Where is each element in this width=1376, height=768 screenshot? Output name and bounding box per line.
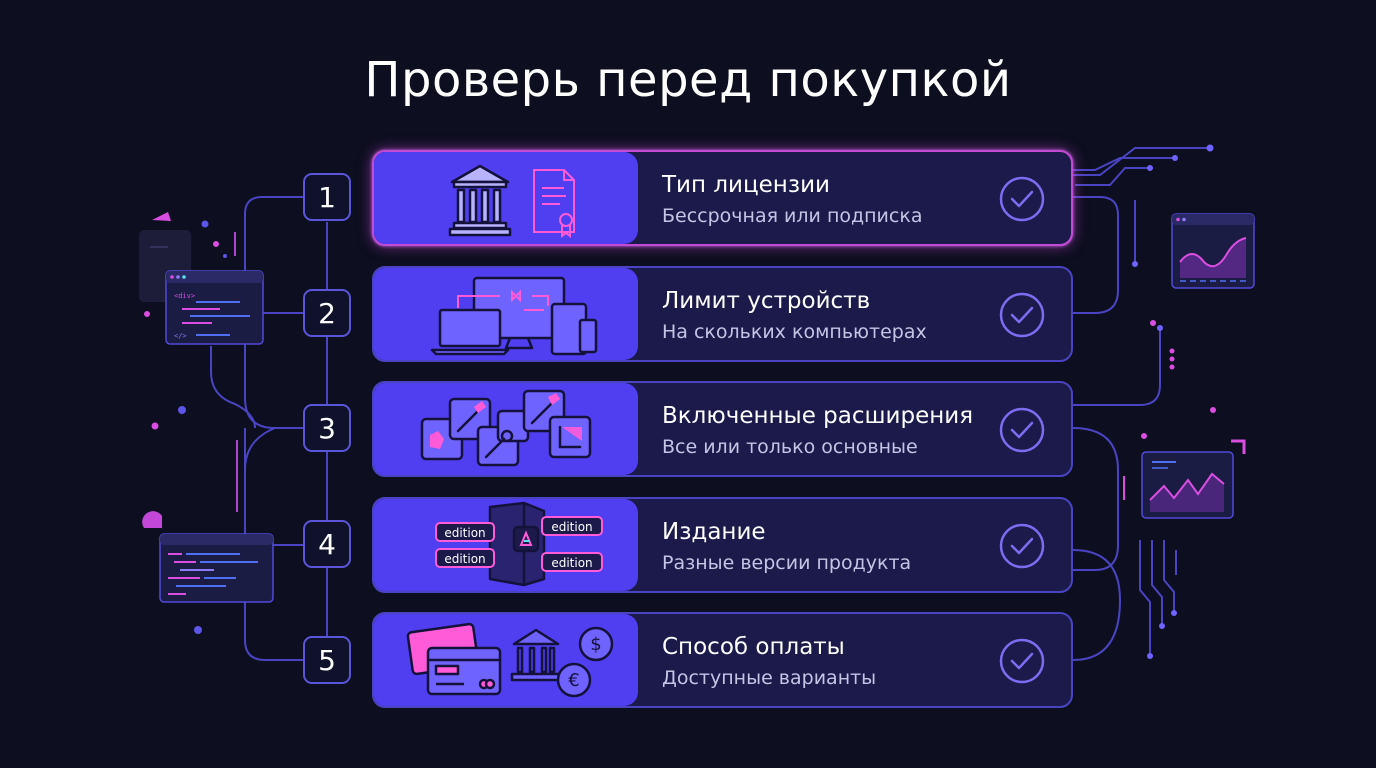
step-card-license-type: Тип лицензии Бессрочная или подписка [372,150,1073,246]
checkmark-icon [999,407,1045,453]
plugins-icon [420,389,592,467]
step-subtitle: Бессрочная или подписка [662,205,923,227]
step-number-5: 5 [303,636,351,684]
svg-text:</>: </> [174,332,187,340]
step-subtitle: Разные версии продукта [662,552,912,574]
card-illustration: $ € [374,614,638,706]
step-heading: Лимит устройств [662,288,871,314]
card-illustration [374,152,638,244]
checkmark-icon [999,523,1045,569]
step-subtitle: Доступные варианты [662,667,877,689]
step-subtitle: На скольких компьютерах [662,321,927,343]
bank-and-certificate-icon [448,164,575,238]
edition-tag: edition [444,526,485,540]
card-illustration [374,383,638,475]
step-heading: Тип лицензии [662,172,830,198]
step-number-4: 4 [303,520,351,568]
checkmark-icon [999,638,1045,684]
step-card-edition: edition edition edition edition Издание … [372,497,1073,593]
step-card-included-extensions: Включенные расширения Все или только осн… [372,381,1073,477]
card-illustration [374,268,638,360]
step-subtitle: Все или только основные [662,436,918,458]
step-card-payment-method: $ € Способ оплаты Доступные варианты [372,612,1073,708]
edition-tag: edition [444,552,485,566]
step-number-1: 1 [303,173,351,221]
editions-box-icon: edition edition edition edition [435,501,603,587]
step-heading: Включенные расширения [662,403,974,429]
step-heading: Способ оплаты [662,634,845,660]
svg-text:€: € [568,670,579,691]
checkmark-icon [999,176,1045,222]
edition-tag: edition [551,556,592,570]
card-illustration: edition edition edition edition [374,499,638,591]
step-number-2: 2 [303,289,351,337]
checkmark-icon [999,292,1045,338]
payment-methods-icon: $ € [406,622,614,698]
page-title: Проверь перед покупкой [364,52,1012,108]
svg-text:<div>: <div> [174,292,195,300]
step-heading: Издание [662,519,766,545]
step-card-device-limit: Лимит устройств На скольких компьютерах [372,266,1073,362]
step-number-3: 3 [303,404,351,452]
svg-text:$: $ [590,634,601,655]
devices-icon [430,276,598,356]
edition-tag: edition [551,520,592,534]
